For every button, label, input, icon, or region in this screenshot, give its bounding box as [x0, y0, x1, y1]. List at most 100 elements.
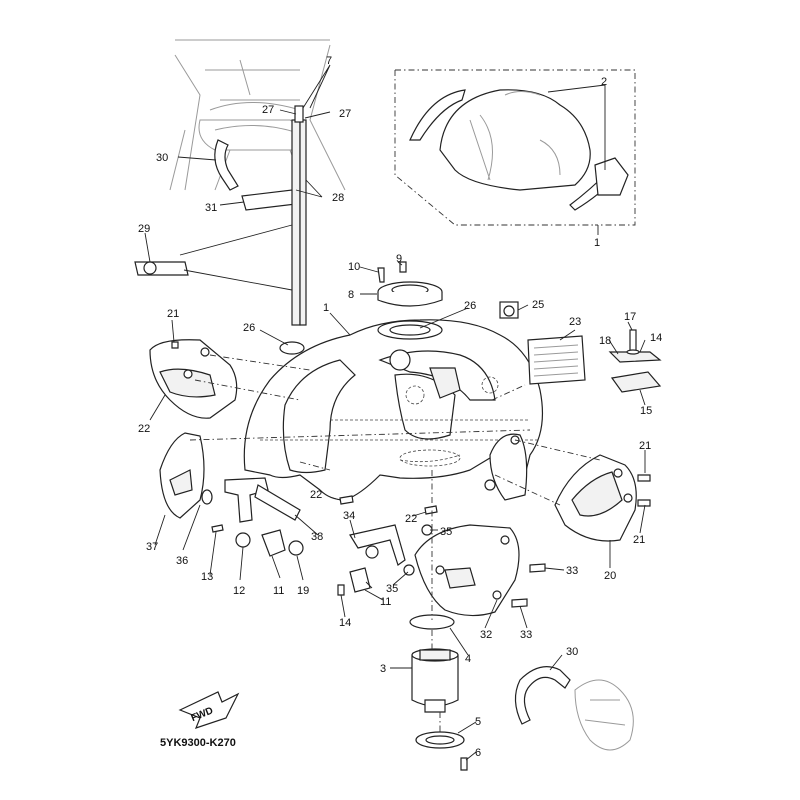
- tank-badge-26: [389, 349, 411, 371]
- callout-21-left: 21: [167, 308, 179, 320]
- grommet-36: [201, 489, 213, 505]
- callout-23: 22: [138, 423, 150, 435]
- callout-22-center: 22: [405, 513, 417, 525]
- bolt-21-right-upper: [637, 474, 651, 482]
- callout-8: 8: [348, 289, 354, 301]
- damper-parts-right: [608, 329, 662, 393]
- installed-view-inset: [169, 39, 346, 326]
- clamp-29: [134, 261, 189, 276]
- lower-cover-32: [414, 524, 520, 617]
- callout-34: 34: [343, 510, 355, 522]
- callout-labels: 7 27 27 30 31 28 29 2 1 10 9 8 1 26 26 2…: [138, 55, 662, 759]
- emblem-26-left: [279, 341, 305, 355]
- callout-18: 17: [624, 311, 636, 323]
- callout-3: 3: [380, 663, 386, 675]
- side-cover-23: [149, 339, 238, 419]
- tank-inset-shape: [439, 89, 591, 191]
- bolt-14: [211, 524, 224, 533]
- fuel-tank-1: [243, 319, 544, 501]
- callout-32: 32: [480, 629, 492, 641]
- bolt-13: [337, 584, 345, 596]
- callout-15: 14: [650, 332, 662, 344]
- alignment-lines: [189, 354, 601, 732]
- callout-35-lower: 35: [386, 583, 398, 595]
- callout-16: 15: [640, 405, 652, 417]
- bolt-10: [377, 267, 385, 283]
- callout-6: 6: [475, 747, 481, 759]
- callout-9: 9: [396, 253, 402, 265]
- damper-16: [610, 371, 662, 393]
- gasket-4: [409, 614, 455, 630]
- bolt-21-right-lower: [637, 499, 651, 507]
- callout-35-upper: 35: [440, 526, 452, 538]
- nut-35-lower: [403, 564, 415, 576]
- callout-2: 2: [601, 76, 607, 88]
- tank-left-panel: [282, 359, 356, 474]
- bolt-6: [460, 757, 468, 771]
- bolt-21-left: [171, 341, 179, 349]
- center-bracket-parts: [337, 495, 438, 596]
- tank-inset-stripe: [409, 89, 466, 141]
- callout-36: 36: [176, 555, 188, 567]
- bolt-18: [629, 329, 637, 353]
- callout-17: 19: [297, 585, 309, 597]
- callout-7: 7: [326, 55, 332, 67]
- collar-12: [235, 532, 251, 548]
- warning-label-24: [527, 335, 586, 385]
- callout-27-right: 27: [339, 108, 351, 120]
- callout-37: 37: [146, 541, 158, 553]
- callout-10: 10: [348, 261, 360, 273]
- tank-assembly-inset: [394, 69, 636, 226]
- callout-20: 20: [604, 570, 616, 582]
- drain-hose-28: [291, 119, 301, 326]
- callout-1: 1: [323, 302, 329, 314]
- breather-hose-30-lower: [514, 666, 634, 751]
- clamp-31: [241, 189, 297, 211]
- breather-hose-30-upper: [214, 139, 239, 191]
- part-code: 5YK9300-K270: [160, 737, 236, 749]
- callout-28: 28: [332, 192, 344, 204]
- callout-11-center: 11: [380, 596, 391, 608]
- callout-1-inset: 1: [594, 237, 600, 249]
- callout-38: 38: [311, 531, 323, 543]
- filler-cap-parts: [279, 261, 519, 355]
- callout-26-right: 26: [464, 300, 476, 312]
- leader-lines: [144, 64, 646, 761]
- emblem-inset-15: [594, 157, 629, 196]
- bolt-22-center: [424, 505, 438, 515]
- left-bracket-parts: [159, 432, 304, 557]
- callout-25: 25: [532, 299, 544, 311]
- callout-31: 31: [205, 202, 217, 214]
- damper-17: [288, 540, 304, 556]
- bracket-11-left: [261, 529, 286, 557]
- clip-27: [294, 105, 304, 123]
- callout-33-upper: 33: [566, 565, 578, 577]
- callout-13: 14: [339, 617, 351, 629]
- callout-11-left: 11: [273, 585, 284, 597]
- callout-30-lower: 30: [566, 646, 578, 658]
- fuel-pump-assembly: [409, 614, 468, 771]
- bolts-33: [511, 563, 546, 608]
- callout-27-left: 27: [262, 104, 274, 116]
- callout-24: 23: [569, 316, 581, 328]
- bolt-22-left: [339, 495, 354, 505]
- callout-21-right-lower: 21: [633, 534, 645, 546]
- callout-29: 29: [138, 223, 150, 235]
- fuel-pump-3: [411, 654, 459, 707]
- callout-19: 18: [599, 335, 611, 347]
- callout-33-lower: 33: [520, 629, 532, 641]
- side-cover-20: [554, 454, 651, 542]
- callout-4: 4: [465, 653, 471, 665]
- callout-5: 5: [475, 716, 481, 728]
- callout-26-left: 26: [243, 322, 255, 334]
- tank-emblem-15: [429, 367, 461, 399]
- bracket-34: [349, 524, 406, 566]
- callout-21-right-upper: 21: [639, 440, 651, 452]
- callout-12: 12: [233, 585, 245, 597]
- bracket-11-center: [349, 567, 371, 593]
- callout-30-upper: 30: [156, 152, 168, 164]
- callout-14: 13: [201, 571, 213, 583]
- fwd-arrow-icon: FWD: [178, 691, 240, 729]
- callout-22-left: 22: [310, 489, 322, 501]
